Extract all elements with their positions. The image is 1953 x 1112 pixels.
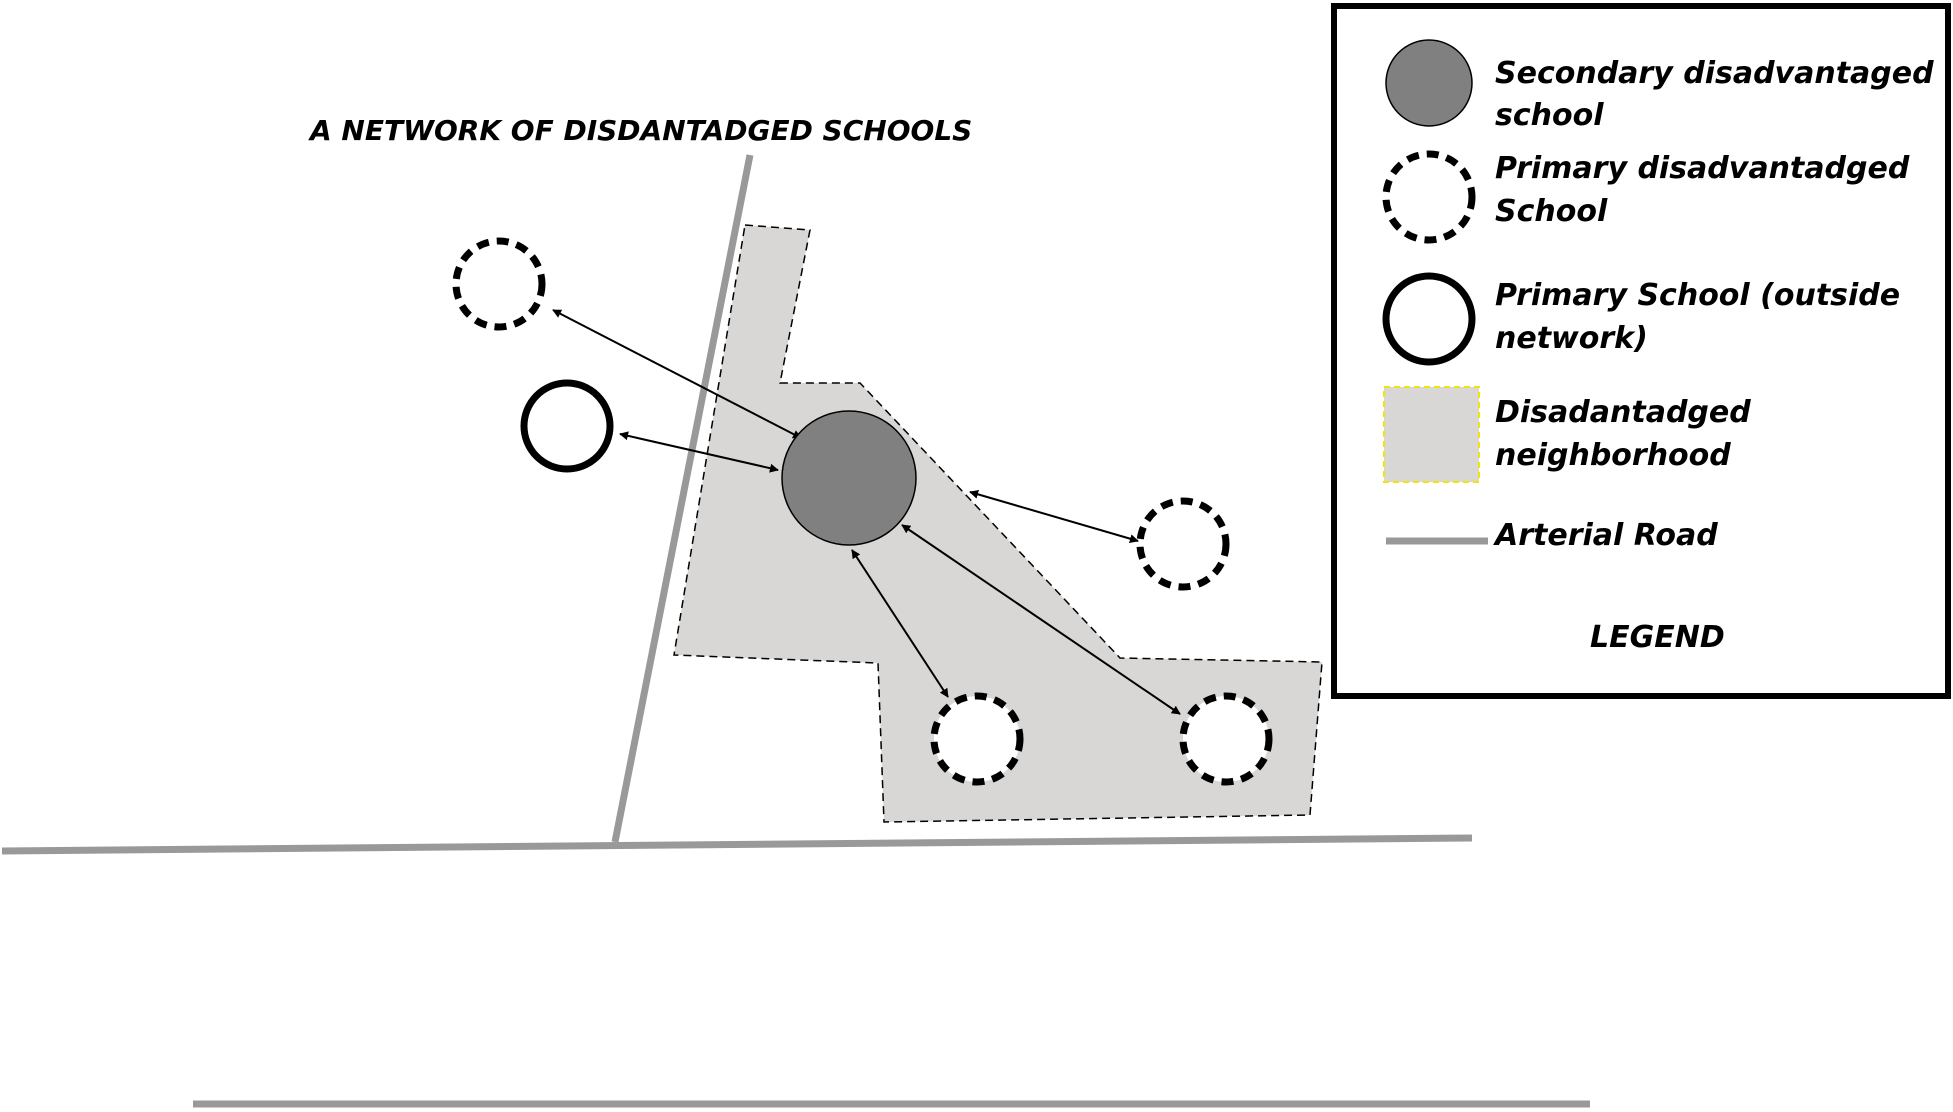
connection-arrow bbox=[552, 309, 802, 439]
legend-primary-disadvantaged-symbol bbox=[1382, 150, 1476, 244]
legend-title: LEGEND bbox=[1590, 620, 1725, 655]
primary-disadvantaged-school bbox=[930, 692, 1024, 786]
primary-disadvantaged-school bbox=[1136, 497, 1230, 591]
legend-label: Disadantadged bbox=[1495, 395, 1751, 430]
diagram-title: A NETWORK OF DISDANTADGED SCHOOLS bbox=[308, 114, 972, 147]
legend-label: School bbox=[1495, 194, 1608, 229]
legend-neighborhood-swatch bbox=[1383, 386, 1480, 483]
primary-disadvantaged-school bbox=[452, 237, 546, 331]
legend: Secondary disadvantaged school Primary d… bbox=[1331, 3, 1951, 699]
primary-school-outside-network bbox=[520, 379, 614, 473]
secondary-disadvantaged-school bbox=[781, 410, 917, 546]
legend-secondary-school-symbol bbox=[1385, 39, 1473, 127]
legend-label: Secondary disadvantaged bbox=[1495, 56, 1934, 91]
arterial-road-main bbox=[1, 834, 1473, 855]
legend-label: network) bbox=[1495, 321, 1648, 356]
connection-arrow bbox=[901, 524, 1181, 715]
legend-label: Arterial Road bbox=[1493, 518, 1718, 553]
connection-arrow bbox=[619, 431, 779, 473]
primary-disadvantaged-school bbox=[1179, 692, 1273, 786]
legend-primary-outside-symbol bbox=[1382, 272, 1476, 366]
arterial-road-diagonal bbox=[611, 154, 754, 843]
legend-label: Primary School (outside bbox=[1495, 278, 1900, 313]
legend-label: school bbox=[1495, 98, 1604, 133]
legend-label: neighborhood bbox=[1495, 438, 1731, 473]
legend-label: Primary disadvantadged bbox=[1495, 151, 1910, 186]
